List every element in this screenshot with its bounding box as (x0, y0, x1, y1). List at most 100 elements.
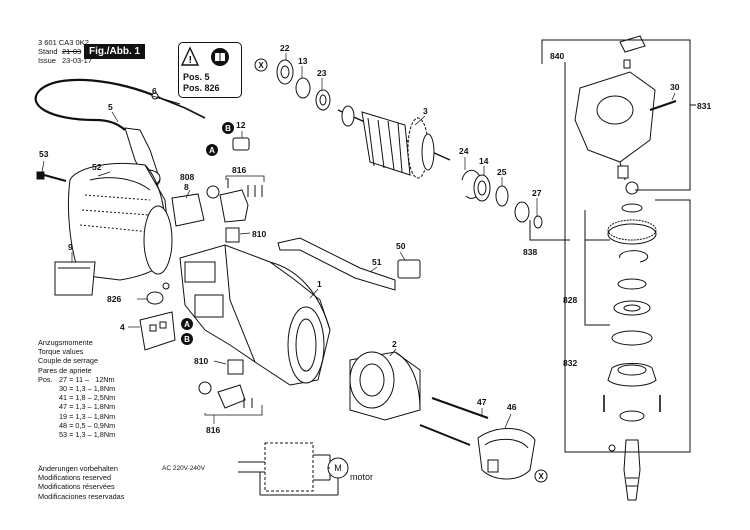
pinion-drawing (514, 201, 530, 223)
part-label-30: 30 (670, 82, 680, 92)
part-label-53: 53 (39, 149, 49, 159)
motor-label: motor (350, 472, 373, 482)
torque-row: 48 = 0,5 – 0,9Nm (59, 420, 116, 430)
torque-row: 47 = 1,3 – 1,8Nm (59, 402, 116, 412)
o-ring-drawing (611, 330, 653, 346)
part-label-52: 52 (92, 162, 102, 172)
part-label-810-top: 810 (252, 229, 266, 239)
brush-holder-bottom-drawing (227, 359, 244, 375)
washer-23-drawing (315, 89, 331, 111)
torque-row: 30 = 1,3 – 1,8Nm (59, 384, 116, 394)
doc-number: 3 601 CA3 0K2 (38, 38, 89, 47)
svg-text:A: A (184, 320, 190, 329)
torque-table: Anzugsmomente Torque values Couple de se… (38, 338, 115, 439)
part-label-816-top: 816 (232, 165, 246, 175)
torque-row: 53 = 1,3 – 1,8Nm (59, 430, 116, 440)
torque-title-es: Pares de apriete (38, 365, 92, 375)
label-8-drawing (171, 193, 205, 227)
part-label-2: 2 (392, 339, 397, 349)
label-plate-drawing (54, 261, 96, 296)
issue-value: 23-03-17 (62, 56, 93, 65)
part-label-810-bottom: 810 (194, 356, 208, 366)
marker-x-2: X (534, 469, 548, 483)
wiring-diagram-drawing (238, 442, 349, 496)
warning-pos-1: Pos. 5 (183, 72, 210, 82)
screw-47b-drawing (419, 424, 471, 446)
marker-a-1: A (206, 144, 218, 156)
bearing-14-drawing (473, 174, 491, 202)
ring-25-drawing (495, 185, 509, 207)
part-12-drawing (232, 137, 250, 151)
issue-label: Issue (38, 56, 56, 65)
note-fr: Modifications réservées (38, 482, 115, 492)
part-label-1: 1 (317, 279, 322, 289)
torque-title-de: Anzugsmomente (38, 338, 93, 347)
nut-27-drawing (533, 215, 543, 229)
part-label-5: 5 (108, 102, 113, 112)
part-826-drawing (146, 291, 164, 305)
part-label-24: 24 (459, 146, 469, 156)
screw-47a-drawing (431, 397, 489, 419)
bearing-22-drawing (276, 59, 294, 85)
svg-text:A: A (209, 146, 215, 155)
part-label-12: 12 (236, 120, 246, 130)
svg-text:X: X (258, 61, 264, 70)
torque-row: 41 = 1,8 – 2,5Nm (59, 393, 116, 403)
bracket-840 (541, 39, 691, 191)
brush-holder-top-drawing (225, 227, 240, 243)
torque-title-fr: Couple de serrage (38, 356, 99, 366)
bracket-828a (584, 210, 610, 241)
part-label-51: 51 (372, 257, 382, 267)
svg-text:B: B (225, 124, 231, 133)
part-label-3: 3 (423, 106, 428, 116)
part-label-840: 840 (550, 51, 564, 61)
washer-13-drawing (295, 77, 311, 99)
motor-housing-drawing (179, 244, 331, 386)
svg-text:X: X (538, 472, 544, 481)
note-es: Modificaciones reservadas (38, 491, 125, 501)
part-label-46: 46 (507, 402, 517, 412)
warning-box: ! Pos. 5 Pos. 826 (178, 42, 242, 98)
marker-a-2: A (181, 318, 193, 330)
part-label-6: 6 (152, 86, 157, 96)
warning-icons: ! (180, 46, 229, 66)
wheel-guard-drawing (477, 428, 536, 480)
part-label-14: 14 (479, 156, 489, 166)
switch-assembly-bottom-drawing (198, 381, 253, 409)
armature-drawing (337, 105, 451, 179)
torque-pos-label: Pos. (38, 374, 53, 384)
part-label-27: 27 (532, 188, 542, 198)
switch-rod-drawing (277, 237, 396, 291)
note-en: Modifications reserved (38, 473, 112, 483)
motor-symbol: M (334, 463, 342, 473)
switch-4-drawing (139, 311, 176, 351)
part-label-23: 23 (317, 68, 327, 78)
bearing-828-drawing (613, 300, 651, 316)
part-label-22: 22 (280, 43, 290, 53)
part-label-826: 826 (107, 294, 121, 304)
note-de: Änderungen vorbehalten (38, 464, 118, 473)
part-label-832: 832 (563, 358, 577, 368)
bracket-828b (584, 260, 610, 326)
torque-row: 27 = 11 – 12Nm (59, 374, 115, 384)
stand-value: 21-03 (62, 47, 82, 56)
field-coil-drawing (349, 351, 421, 421)
screw-53-drawing (36, 171, 67, 182)
gear-head-housing-drawing (574, 71, 656, 181)
part-label-828: 828 (563, 295, 577, 305)
circlip-drawing (619, 250, 649, 263)
power-cable-drawing (34, 78, 161, 131)
switch-assembly-top-drawing (206, 178, 263, 223)
torque-title-en: Torque values (38, 347, 84, 357)
bracket-832 (564, 62, 691, 453)
rear-housing-drawing (68, 162, 173, 281)
part-label-25: 25 (497, 167, 507, 177)
marker-x-1: X (254, 58, 268, 72)
part-label-50: 50 (396, 241, 406, 251)
crown-gear-drawing (607, 219, 657, 241)
spindle-drawing (623, 439, 641, 501)
part-label-816-bottom: 816 (206, 425, 220, 435)
stand-label: Stand (38, 47, 58, 56)
part-label-838: 838 (523, 247, 537, 257)
part-label-4: 4 (120, 322, 125, 332)
